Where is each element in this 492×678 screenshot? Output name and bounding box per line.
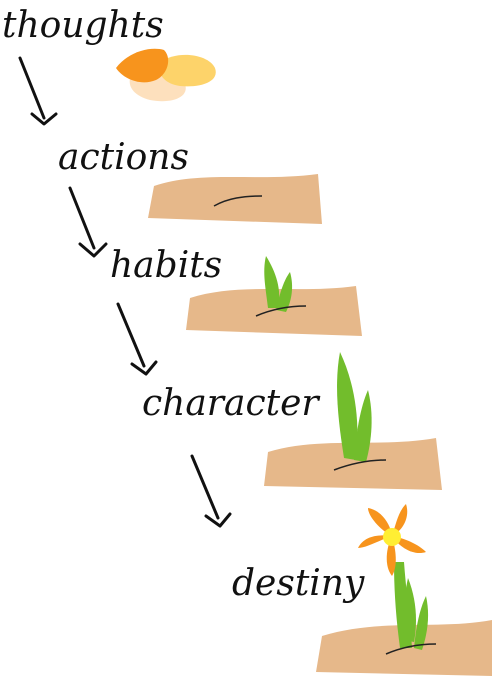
stage-label-actions: actions [58,137,189,178]
flower-icon [316,504,492,676]
arrow-down-icon [116,302,158,376]
arrow-down-icon [190,454,232,528]
arrow-down-icon [68,186,108,258]
seeds-icon [116,48,216,102]
grown-leaves-icon [264,352,442,490]
stage-label-destiny: destiny [232,563,365,604]
soil-patch-icon [148,174,322,224]
sprout-icon [186,256,362,336]
stage-label-character: character [142,383,319,424]
stage-label-habits: habits [110,245,223,286]
arrow-down-icon [18,56,58,126]
stage-label-thoughts: thoughts [2,5,164,46]
